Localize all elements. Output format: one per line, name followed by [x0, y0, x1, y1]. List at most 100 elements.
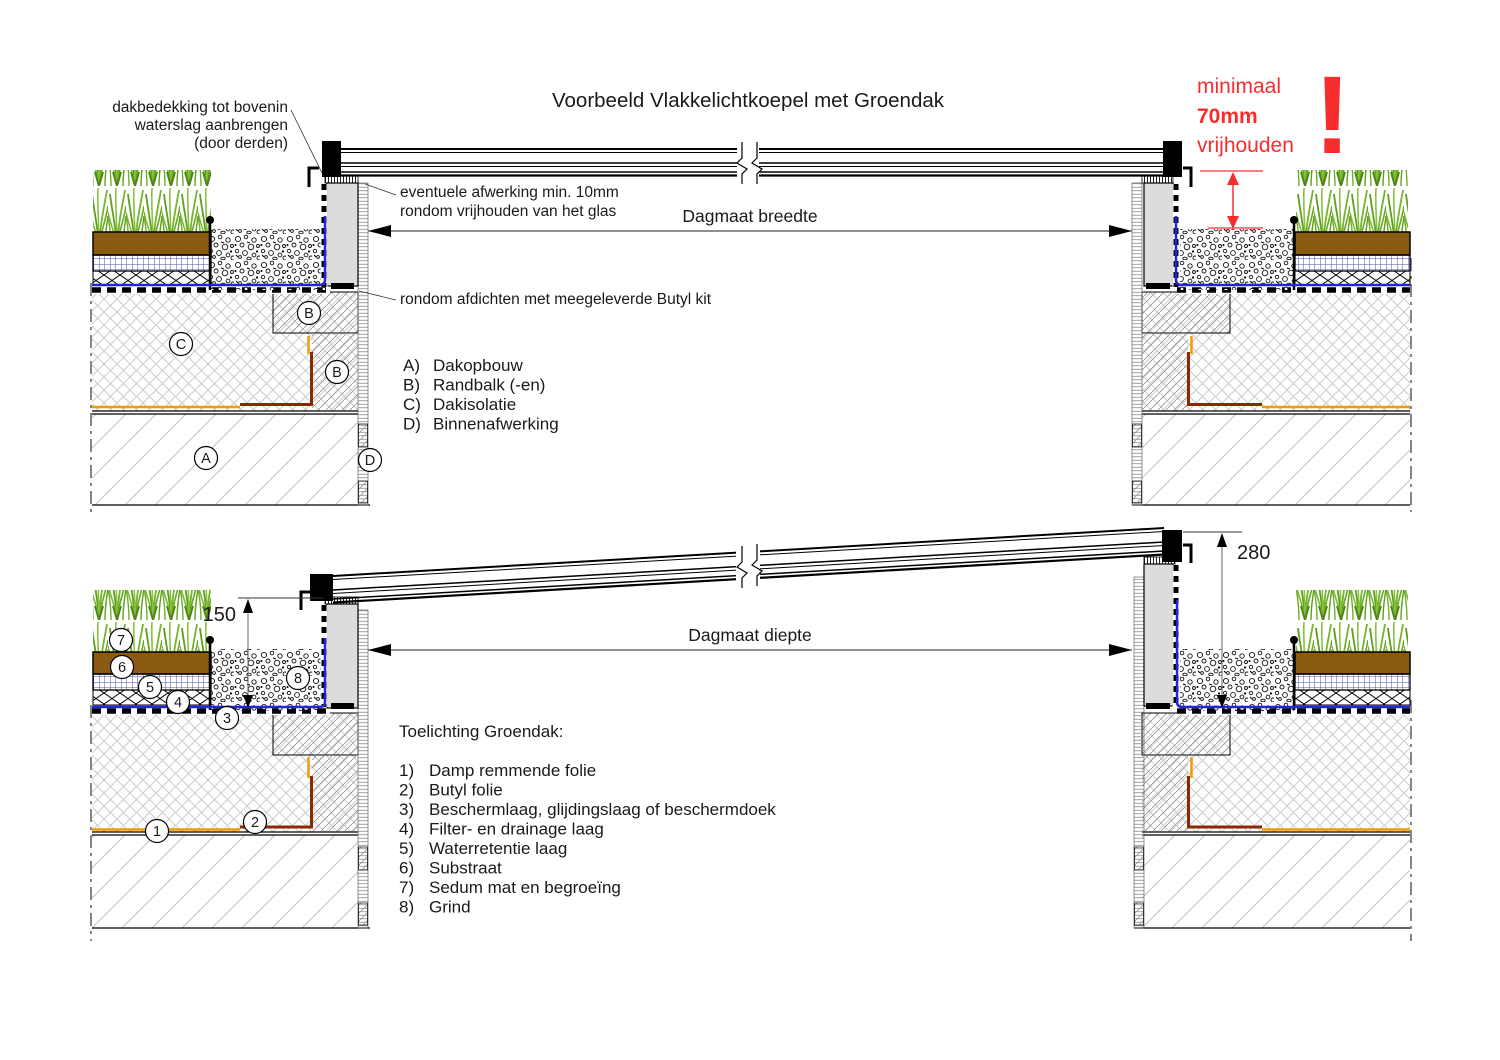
legend-heading: Toelichting Groendak:	[399, 722, 563, 741]
exclamation-mark: !	[1314, 54, 1351, 177]
svg-text:vrijhouden: vrijhouden	[1197, 134, 1294, 157]
marker-2: 2	[251, 815, 259, 831]
frame-cap-right	[1163, 141, 1182, 177]
marker-5: 5	[146, 680, 154, 696]
svg-text:minimaal: minimaal	[1197, 75, 1281, 98]
svg-text:dakbedekking tot bovenin: dakbedekking tot bovenin	[112, 99, 288, 116]
marker-4: 4	[174, 695, 182, 711]
break-symbol	[736, 142, 763, 184]
edge-beam-left	[272, 712, 359, 756]
marker-c: C	[176, 337, 186, 353]
butyl-seal	[1146, 703, 1170, 709]
substrate-layer	[1294, 651, 1411, 675]
deck-outlines	[92, 831, 1410, 929]
bed-edge-profiles	[206, 216, 1298, 290]
svg-text:Binnenafwerking: Binnenafwerking	[433, 415, 559, 434]
svg-text:(door derden): (door derden)	[194, 135, 288, 152]
svg-text:Dakisolatie: Dakisolatie	[433, 395, 516, 414]
edge-beam-right-lower	[1142, 755, 1188, 831]
curb-right	[1143, 556, 1180, 709]
warning-note: minimaal 70mm vrijhouden !	[1197, 54, 1351, 177]
svg-text:Filter- en drainage laag: Filter- en drainage laag	[429, 820, 604, 839]
waterslag-hook-right	[1183, 543, 1193, 563]
svg-text:Randbalk (-en): Randbalk (-en)	[433, 376, 545, 395]
water-retention-layer	[1294, 673, 1411, 691]
marker-1: 1	[153, 824, 161, 840]
svg-text:1): 1)	[399, 761, 414, 780]
break-gap	[737, 142, 759, 184]
roof-deck-left	[92, 835, 358, 928]
section-marker-labels: B C B A D	[176, 306, 375, 469]
break-gap	[736, 545, 760, 585]
marker-7: 7	[117, 633, 125, 649]
dim-280-label: 280	[1237, 542, 1270, 564]
dimension-280	[1183, 531, 1242, 708]
svg-text:rondom vrijhouden van het glas: rondom vrijhouden van het glas	[400, 203, 617, 220]
water-retention-layer	[92, 254, 212, 272]
waterproofing-line	[92, 600, 1410, 709]
marker-8: 8	[294, 671, 302, 687]
curb-right	[1141, 175, 1180, 289]
sedum-vegetation	[1296, 590, 1408, 652]
svg-text:8): 8)	[399, 898, 414, 917]
curb-left	[320, 175, 359, 289]
edge-beam-right	[1141, 291, 1231, 334]
section-markers	[168, 300, 383, 473]
dimension-width	[368, 225, 1132, 237]
svg-text:B): B)	[403, 376, 420, 395]
svg-text:Damp remmende folie: Damp remmende folie	[429, 761, 596, 780]
marker-d: D	[365, 453, 375, 469]
break-symbol	[736, 544, 763, 588]
svg-text:4): 4)	[399, 820, 414, 839]
frame-cap-left	[310, 574, 333, 601]
sedum-vegetation	[1296, 170, 1408, 232]
roof-deck-right	[1142, 835, 1410, 928]
svg-text:Grind: Grind	[429, 898, 471, 917]
marker-b2: B	[332, 365, 342, 381]
svg-text:C): C)	[403, 395, 421, 414]
waterslag-hook-right	[1183, 166, 1193, 187]
roof-deck-right	[1142, 414, 1410, 505]
layer-marker-labels: 7 6 5 4 3 8 1 2	[117, 633, 302, 840]
section-boundary-lines	[90, 700, 1412, 941]
substrate-layer	[1294, 231, 1411, 256]
roof-deck-left	[92, 414, 358, 505]
marker-a: A	[201, 451, 211, 467]
green-roof-right	[1294, 170, 1411, 286]
gravel-strip-right	[1180, 229, 1294, 290]
svg-text:A): A)	[403, 356, 420, 375]
finish-strip-right	[1133, 576, 1145, 929]
note-dakbedekking: dakbedekking tot bovenin waterslag aanbr…	[112, 99, 288, 152]
svg-text:2): 2)	[399, 781, 414, 800]
svg-text:waterslag aanbrengen: waterslag aanbrengen	[134, 117, 288, 134]
svg-text:3): 3)	[399, 800, 414, 819]
marker-b1: B	[304, 306, 314, 322]
bed-edge-profiles	[206, 636, 1298, 710]
drawing-title: Voorbeeld Vlakkelichtkoepel met Groendak	[552, 89, 945, 112]
substrate-layer	[92, 231, 212, 256]
dimension-70mm	[1200, 170, 1263, 229]
svg-text:Sedum mat en begroeïng: Sedum mat en begroeïng	[429, 878, 621, 897]
note-afwerking: eventuele afwerking min. 10mm rondom vri…	[400, 184, 619, 220]
marker-3: 3	[223, 711, 231, 727]
gasket-strip	[324, 175, 359, 184]
svg-text:70mm: 70mm	[1197, 105, 1258, 128]
glass-panel-sloped	[299, 527, 1193, 610]
waterproofing-line	[92, 216, 1410, 287]
frame-cap-left	[322, 141, 341, 177]
water-retention-layer	[1294, 254, 1411, 272]
leader-lines	[290, 109, 397, 301]
finish-strip-right	[1131, 182, 1143, 506]
glass-panel	[307, 141, 1193, 187]
svg-text:Substraat: Substraat	[429, 859, 502, 878]
svg-text:Dakopbouw: Dakopbouw	[433, 356, 524, 375]
dimension-150	[238, 597, 324, 708]
layer-markers	[108, 627, 311, 844]
green-roof-right	[1294, 590, 1411, 706]
dim-150-label: 150	[203, 604, 236, 626]
section-boundary-lines	[90, 258, 1412, 512]
finish-strip-left	[357, 182, 369, 506]
top-section-view: Voorbeeld Vlakkelichtkoepel met Groendak…	[90, 54, 1412, 512]
